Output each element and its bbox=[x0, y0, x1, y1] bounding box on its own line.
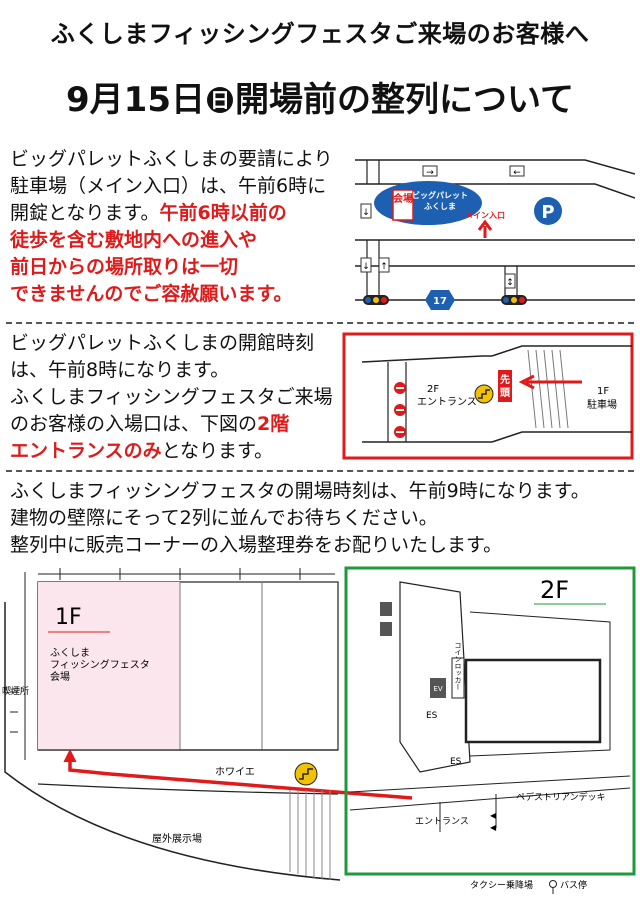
entrance-2f-label: 2F bbox=[427, 384, 439, 395]
section1-warning-a: 午前6時以前の bbox=[159, 202, 287, 224]
sunday-badge: 日 bbox=[207, 87, 233, 113]
section3-line: 建物の壁際にそって2列に並んでお待ちください。 bbox=[10, 507, 438, 529]
bus-stop-label: バス停 bbox=[560, 879, 587, 891]
section2-highlight: エントランスのみ bbox=[10, 440, 162, 462]
section2-text: ビッグパレットふくしまの開館時刻 は、午前8時になります。 ふくしまフィッシング… bbox=[10, 330, 350, 465]
restroom-icon bbox=[380, 622, 392, 636]
queue-head-label: 頭 bbox=[500, 387, 511, 399]
section3-line: ふくしまフィッシングフェスタの開場時刻は、午前9時になります。 bbox=[10, 480, 590, 502]
section1-line: ビッグパレットふくしまの要請により bbox=[10, 148, 333, 170]
traffic-light-icon bbox=[501, 295, 527, 305]
subtitle-date: 9月15日 bbox=[66, 80, 205, 120]
parking-map: → ← ↓ ↓ ↑ ↕ 会場 ビッグパレット ふくしま メイン入口 P 17 bbox=[355, 159, 635, 310]
taxi-stand-label: タクシー乗降場 bbox=[470, 879, 533, 891]
queue-head-badge bbox=[498, 370, 512, 402]
section1-line: 開錠となります。午前6時以前の bbox=[10, 200, 350, 227]
route-number: 17 bbox=[433, 296, 447, 307]
traffic-light-icon bbox=[363, 295, 389, 305]
smoking-area-label: 喫煙所 bbox=[2, 685, 29, 697]
parking-icon bbox=[534, 197, 562, 225]
elevator-icon bbox=[430, 678, 446, 698]
section1-line-a: 開錠となります。 bbox=[10, 202, 160, 224]
floor-1f-label: 1F bbox=[55, 605, 82, 630]
section1-warning: 前日からの場所取りは一切 bbox=[10, 256, 239, 278]
notice-title: ふくしまフィッシングフェスタご来場のお客様へ bbox=[50, 20, 590, 48]
section2-line-b: となります。 bbox=[161, 440, 274, 462]
section2-highlight: 2階 bbox=[257, 413, 290, 435]
section1-warning: 徒歩を含む敷地内への進入や bbox=[10, 229, 258, 251]
elevator-label: EV bbox=[433, 685, 442, 693]
parking-symbol: P bbox=[541, 202, 554, 223]
venue-1f-name: フィッシングフェスタ bbox=[50, 658, 150, 671]
entrance-arrow-icon: ◀ bbox=[490, 823, 497, 832]
entrance-label: エントランス bbox=[415, 816, 469, 827]
hall-2f bbox=[464, 658, 602, 744]
section2-line: ふくしまフィッシングフェスタご来場 bbox=[10, 386, 333, 408]
coin-locker-label: コインロッカー bbox=[454, 642, 462, 691]
divider bbox=[6, 322, 634, 324]
escalator-label: ES bbox=[450, 757, 462, 767]
entrance-arrow-icon bbox=[477, 219, 493, 238]
venue-tag: 会場 bbox=[393, 192, 413, 205]
queue-arrow-icon bbox=[518, 374, 582, 390]
venue-1f-name: 会場 bbox=[50, 670, 70, 683]
svg-text:↓: ↓ bbox=[362, 262, 370, 272]
queue-head-label: 先 bbox=[500, 373, 510, 386]
notice-subtitle: 9月15日日開場前の整列について bbox=[0, 72, 640, 121]
section2-line: は、午前8時になります。 bbox=[10, 359, 230, 381]
section2-line: ビッグパレットふくしまの開館時刻 bbox=[10, 332, 315, 354]
section2-line: のお客様の入場口は、下図の2階 bbox=[10, 411, 350, 438]
entrance-2f-label: エントランス bbox=[417, 396, 477, 408]
svg-text:↑: ↑ bbox=[380, 262, 388, 272]
bus-stop-icon bbox=[549, 880, 557, 888]
outdoor-exhibit-label: 屋外展示場 bbox=[152, 832, 202, 845]
section3-text: ふくしまフィッシングフェスタの開場時刻は、午前9時になります。 建物の壁際にそっ… bbox=[10, 478, 635, 559]
svg-text:↓: ↓ bbox=[362, 208, 370, 218]
pedestrian-deck-label: ペデストリアンデッキ bbox=[516, 791, 606, 803]
section1-line: 駐車場（メイン入口）は、午前6時に bbox=[10, 175, 327, 197]
section1-text: ビッグパレットふくしまの要請により 駐車場（メイン入口）は、午前6時に 開錠とな… bbox=[10, 146, 350, 308]
venue-1f-name: ふくしま bbox=[50, 647, 90, 659]
section2-line-a: のお客様の入場口は、下図の bbox=[10, 413, 258, 435]
floor-map: 1F ふくしま フィッシングフェスタ 会場 喫煙所 ホワイエ 屋外展示場 2F … bbox=[2, 566, 636, 894]
subtitle-topic: 開場前の整列について bbox=[235, 80, 574, 120]
parking-1f-label: 駐車場 bbox=[587, 398, 617, 411]
floor-2f-frame bbox=[344, 566, 636, 876]
venue-hall-1f bbox=[38, 582, 180, 750]
divider bbox=[6, 470, 634, 472]
route-sign-icon bbox=[425, 290, 455, 310]
route-arrow-icon bbox=[63, 748, 77, 763]
section3-line: 整列中に販売コーナーの入場整理券をお配りいたします。 bbox=[10, 534, 503, 556]
svg-text:↕: ↕ bbox=[506, 278, 514, 288]
entrance-arrow-icon: ◀ bbox=[490, 811, 497, 820]
venue-name: ビッグパレット bbox=[412, 190, 468, 200]
restroom-icon bbox=[380, 602, 392, 616]
escalator-label: ES bbox=[426, 711, 438, 721]
venue-name: ふくしま bbox=[424, 202, 456, 211]
section1-warning: できませんのでご容赦願います。 bbox=[10, 283, 293, 305]
foyer-label: ホワイエ bbox=[215, 766, 255, 778]
floor-2f-label: 2F bbox=[540, 576, 569, 604]
svg-text:←: ← bbox=[513, 168, 521, 178]
main-entrance-label: メイン入口 bbox=[465, 211, 505, 220]
entrance-map: 2F エントランス 先 頭 1F 駐車場 bbox=[342, 332, 634, 460]
svg-text:→: → bbox=[426, 168, 434, 178]
section2-line: エントランスのみとなります。 bbox=[10, 438, 350, 465]
parking-1f-label: 1F bbox=[597, 386, 609, 397]
